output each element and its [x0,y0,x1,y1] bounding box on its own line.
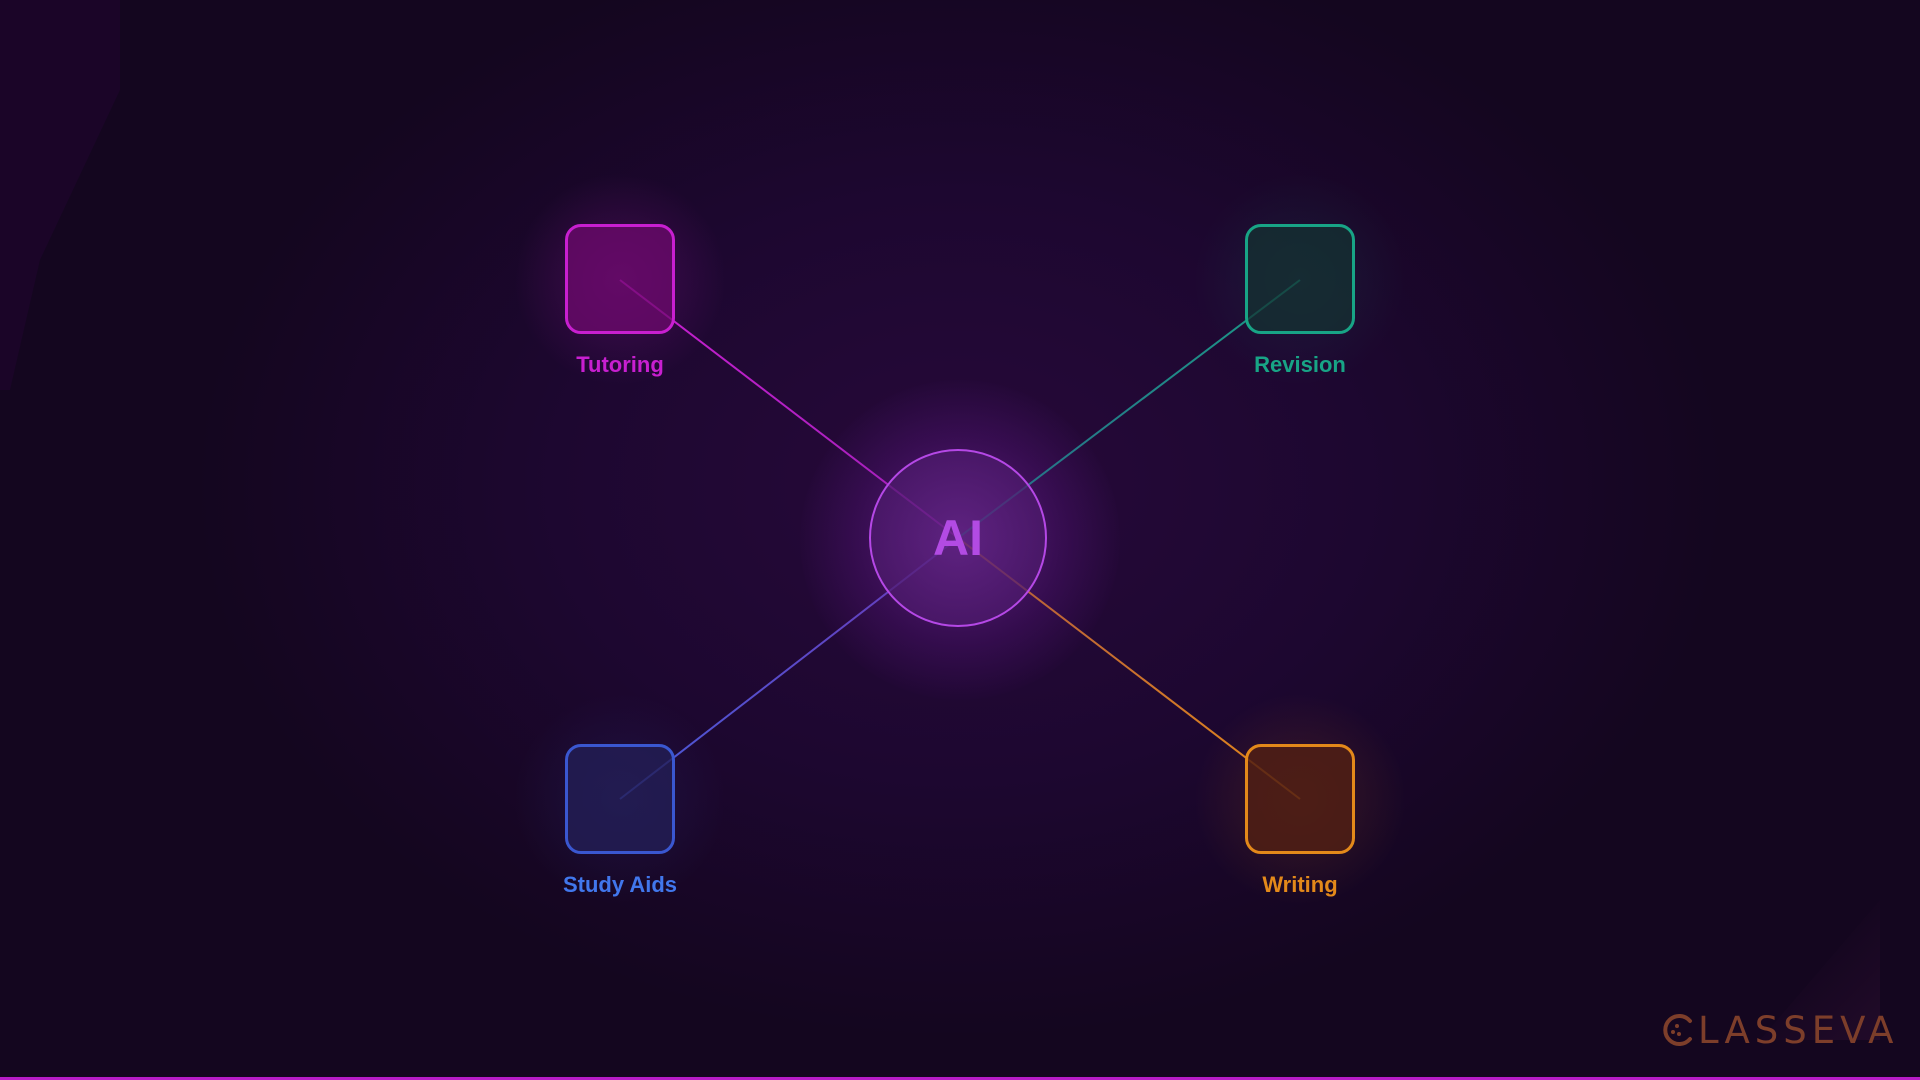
classeva-logo: LASSEVA [1660,1005,1898,1055]
bottom-accent-line [0,1077,1920,1080]
ai-hub-circle [869,449,1047,627]
node-writing-label: Writing [1262,872,1338,897]
ai-hub-label: AI [933,510,983,566]
logo-mark-icon [1663,1014,1692,1046]
node-tutoring-label: Tutoring [576,352,664,377]
logo-text: LASSEVA [1698,1008,1899,1052]
node-study-aids-box [565,744,675,854]
node-writing-box [1245,744,1355,854]
node-revision-label: Revision [1254,352,1346,377]
node-study-aids-label: Study Aids [562,872,678,897]
node-revision-box [1245,224,1355,334]
node-tutoring-box [565,224,675,334]
